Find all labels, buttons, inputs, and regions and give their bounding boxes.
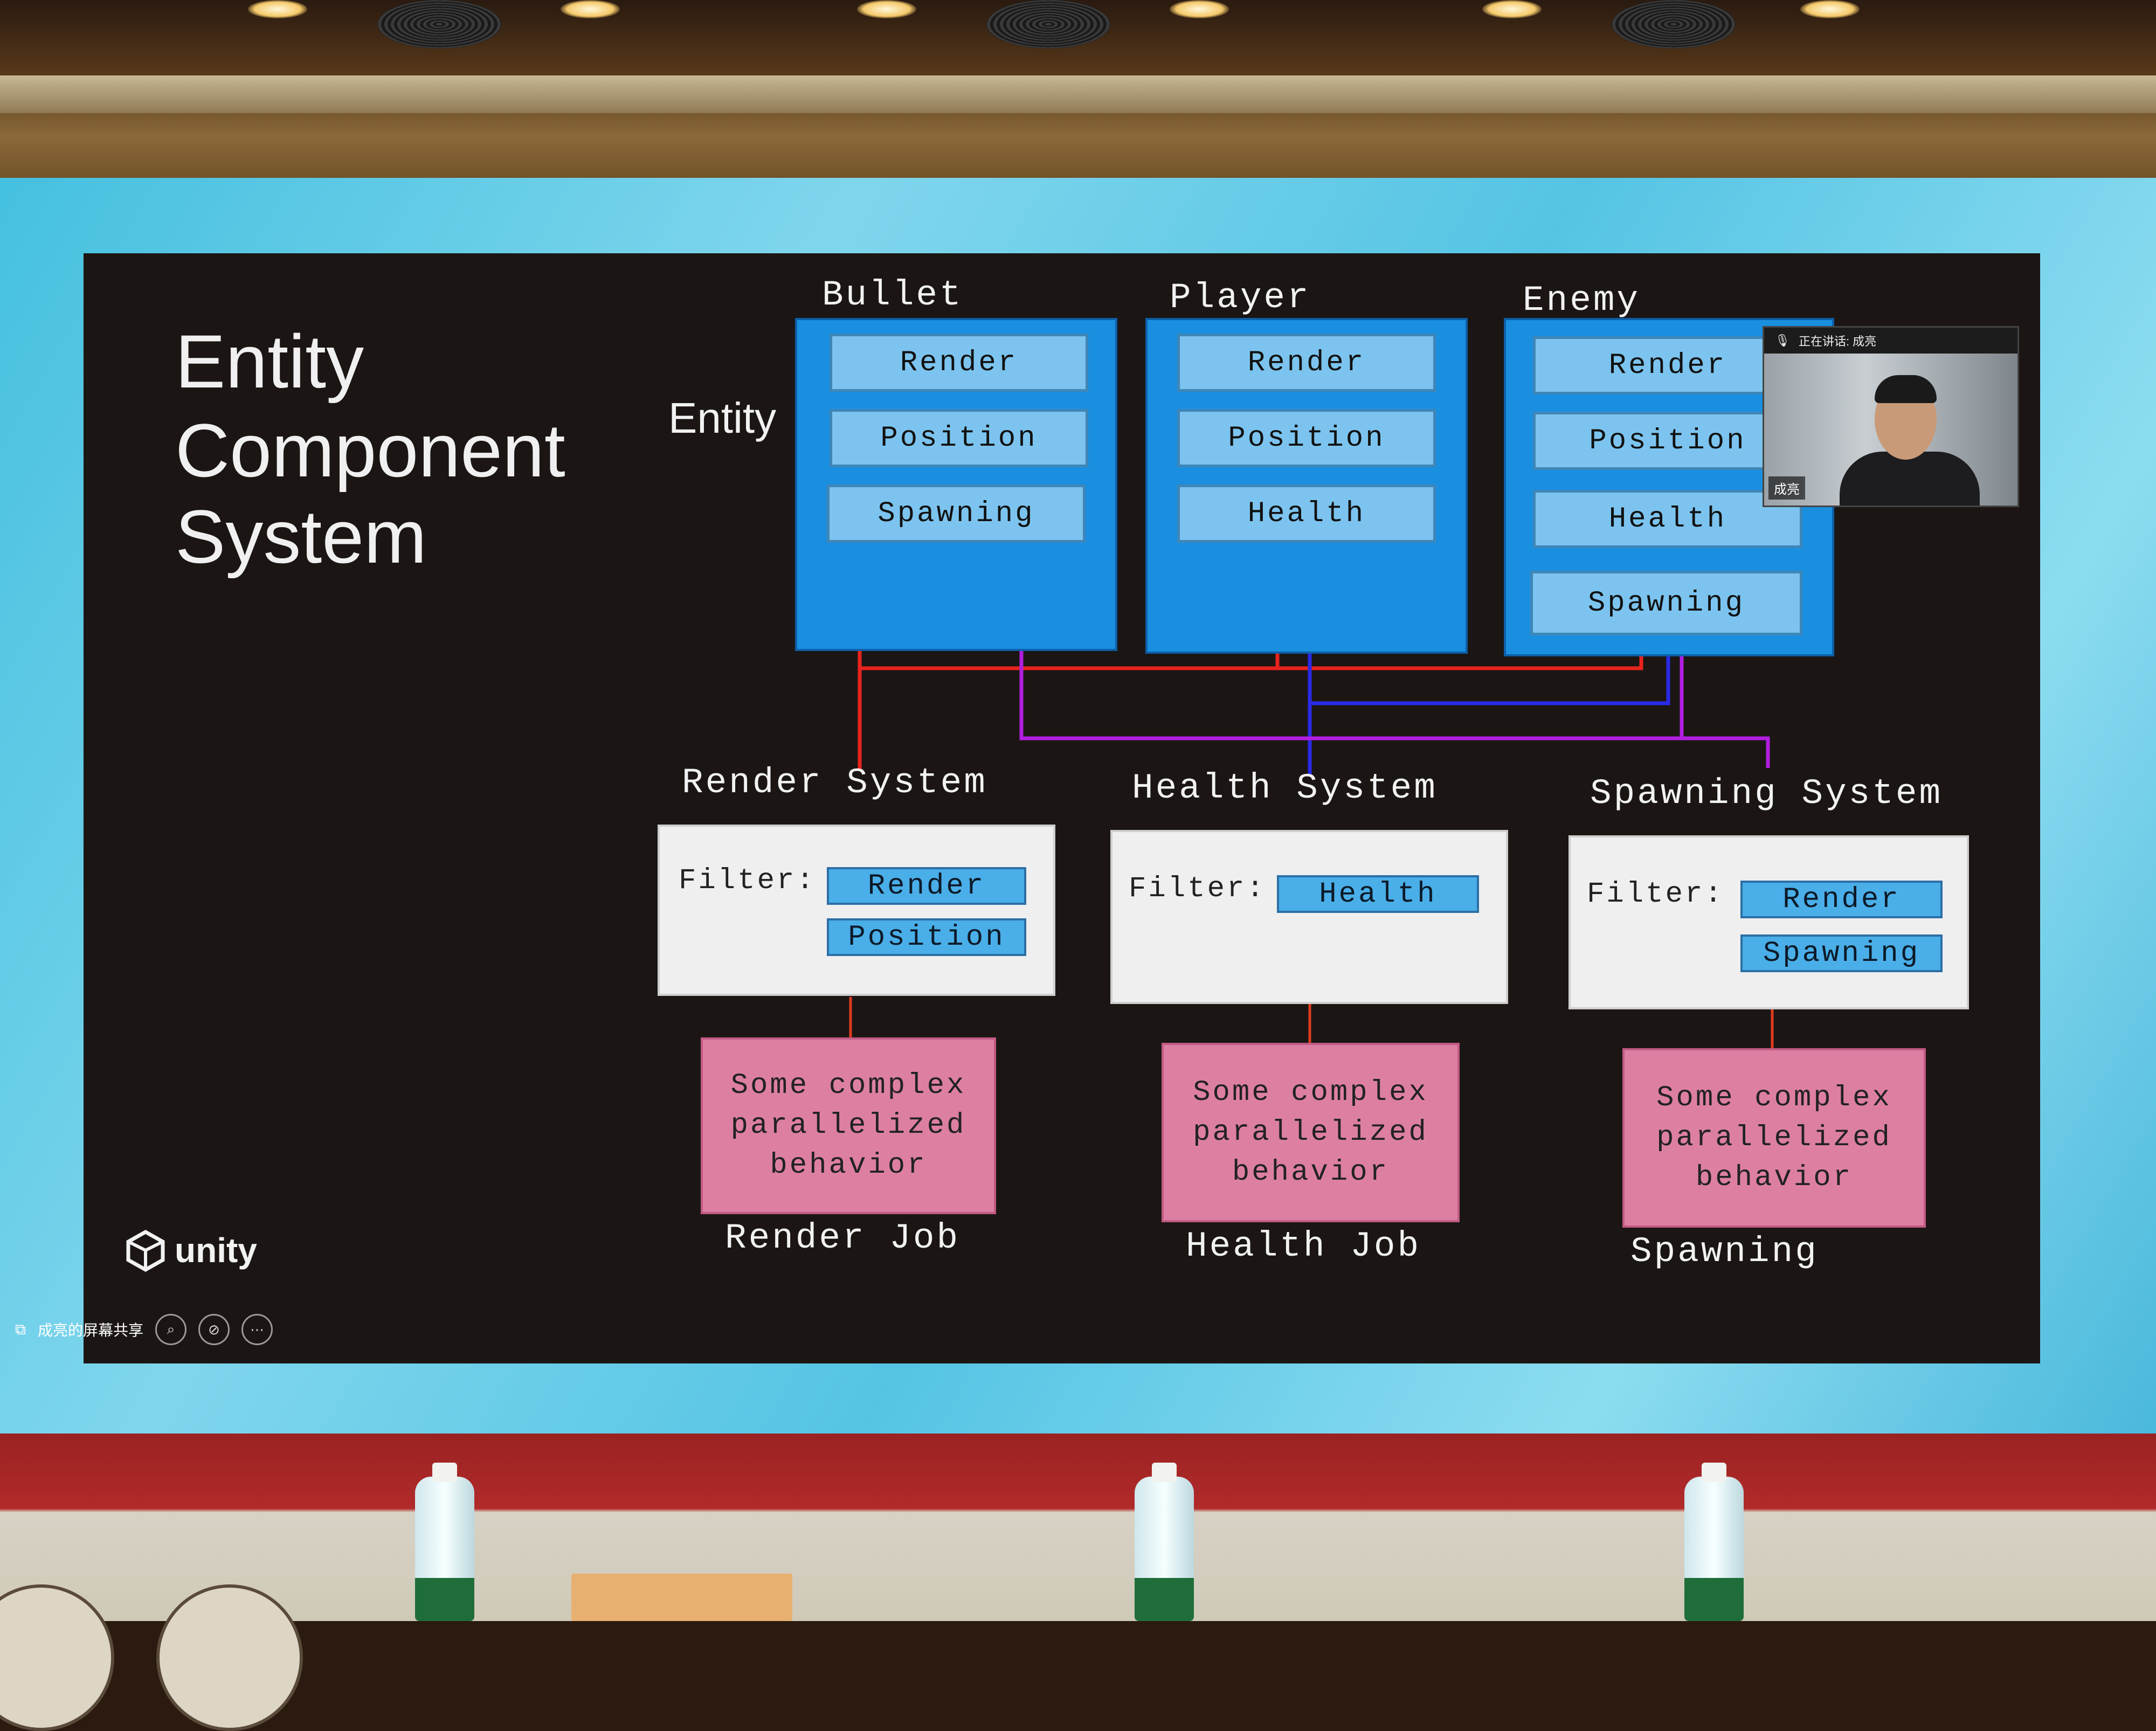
speaker-hair	[1875, 375, 1937, 403]
job-text-line: parallelized	[1656, 1121, 1892, 1154]
system-name-spawning: Spawning System	[1590, 773, 1943, 814]
presentation-slide: Entity Component System Entity Bullet Re…	[84, 253, 2040, 1363]
filter-label: Filter:	[1129, 873, 1266, 905]
component-spawning: Spawning	[1530, 571, 1802, 635]
entity-name-player: Player	[1170, 278, 1311, 318]
water-bottle	[415, 1463, 474, 1621]
entity-enemy: Render Position Health Spawning	[1504, 318, 1834, 656]
more-icon[interactable]: ⋯	[241, 1314, 273, 1345]
stage-table	[0, 1434, 2156, 1621]
ceiling-molding	[0, 75, 2156, 113]
camera-off-icon[interactable]: ⊘	[198, 1314, 230, 1345]
job-description: Some complex parallelized behavior	[1193, 1073, 1428, 1193]
filter-chip-position: Position	[827, 918, 1026, 956]
screen-share-icon: ⧉	[15, 1320, 26, 1338]
slide-title-line: Entity	[175, 319, 364, 404]
filter-label: Filter:	[1587, 878, 1724, 911]
unity-cube-icon	[126, 1229, 165, 1272]
entity-player: Render Position Health	[1145, 318, 1468, 654]
slide-title-line: System	[175, 494, 427, 579]
ceiling	[0, 0, 2156, 194]
ceiling-light	[248, 0, 307, 18]
component-position: Position	[1177, 409, 1436, 467]
connection-lines	[849, 649, 1774, 1048]
bottle-label	[1135, 1578, 1194, 1621]
component-spawning: Spawning	[827, 484, 1086, 543]
filter-chip-render: Render	[1740, 881, 1943, 918]
webcam-name-tag: 成亮	[1768, 476, 1805, 500]
system-name-health: Health System	[1132, 768, 1438, 808]
filter-box-health: Filter: Health	[1110, 830, 1508, 1004]
job-name-health: Health Job	[1186, 1226, 1421, 1266]
component-position: Position	[1533, 412, 1802, 470]
filter-chip-health: Health	[1277, 875, 1479, 913]
nameplate	[571, 1574, 792, 1621]
screen-share-label: 成亮的屏幕共享	[38, 1322, 144, 1339]
speaking-status: 正在讲话: 成亮	[1798, 335, 1877, 348]
job-text-line: parallelized	[1193, 1116, 1428, 1149]
job-text-line: Some complex	[1193, 1076, 1428, 1109]
bottle-label	[415, 1578, 474, 1621]
render-connection-line	[858, 649, 1643, 670]
job-name-render: Render Job	[725, 1218, 960, 1258]
water-bottle	[1135, 1463, 1194, 1621]
webcam-status-bar: 🎙 正在讲话: 成亮	[1764, 328, 2017, 354]
job-description: Some complex parallelized behavior	[731, 1066, 966, 1186]
slide-title-line: Component	[175, 408, 565, 493]
job-text-line: behavior	[1232, 1155, 1390, 1189]
job-text-line: Some complex	[1656, 1081, 1892, 1114]
job-text-line: behavior	[1695, 1161, 1853, 1194]
ceiling-light	[1482, 0, 1542, 18]
ceiling-vent	[986, 0, 1110, 49]
entity-row-label: Entity	[668, 394, 777, 442]
ceiling-light	[561, 0, 620, 18]
job-text-line: behavior	[770, 1149, 927, 1182]
microphone-icon: 🎙	[1775, 334, 1790, 347]
job-description: Some complex parallelized behavior	[1656, 1078, 1892, 1198]
job-box-spawning: Some complex parallelized behavior	[1622, 1048, 1926, 1228]
job-text-line: Some complex	[730, 1069, 966, 1102]
job-box-health: Some complex parallelized behavior	[1162, 1043, 1460, 1222]
health-connection-line	[1308, 649, 1670, 705]
zoom-icon[interactable]: ⌕	[155, 1314, 187, 1345]
entity-name-enemy: Enemy	[1523, 280, 1641, 321]
webcam-overlay[interactable]: 🎙 正在讲话: 成亮 成亮	[1763, 326, 2019, 507]
component-position: Position	[830, 409, 1088, 467]
component-health: Health	[1533, 490, 1802, 548]
component-render: Render	[830, 334, 1088, 392]
university-seal	[156, 1584, 303, 1731]
unity-logo: unity	[124, 1229, 257, 1272]
bottle-label	[1684, 1578, 1744, 1621]
ceiling-vent	[1612, 0, 1736, 49]
spawning-connection-line	[1019, 649, 1770, 768]
entity-name-bullet: Bullet	[822, 275, 963, 315]
ceiling-light	[1800, 0, 1860, 18]
screen-share-toolbar: ⧉ 成亮的屏幕共享 ⌕ ⊘ ⋯	[15, 1314, 273, 1345]
entity-bullet: Render Position Spawning	[795, 318, 1117, 651]
filter-box-spawning: Filter: Render Spawning	[1568, 835, 1969, 1009]
water-bottle	[1684, 1463, 1744, 1621]
job-name-spawning: Spawning	[1630, 1231, 1819, 1272]
unity-brand-text: unity	[175, 1231, 257, 1270]
speaker-body	[1840, 452, 1980, 506]
filter-chip-render: Render	[827, 867, 1026, 905]
filter-box-render: Filter: Render Position	[658, 825, 1055, 996]
ceiling-vent	[377, 0, 501, 49]
system-name-render: Render System	[682, 763, 987, 803]
ceiling-light	[857, 0, 916, 18]
component-health: Health	[1177, 484, 1436, 543]
component-render: Render	[1177, 334, 1436, 392]
filter-chip-spawning: Spawning	[1740, 934, 1943, 972]
job-box-render: Some complex parallelized behavior	[701, 1037, 996, 1214]
component-render: Render	[1533, 336, 1802, 394]
job-text-line: parallelized	[730, 1109, 966, 1142]
filter-label: Filter:	[679, 864, 816, 897]
ceiling-light	[1170, 0, 1229, 18]
